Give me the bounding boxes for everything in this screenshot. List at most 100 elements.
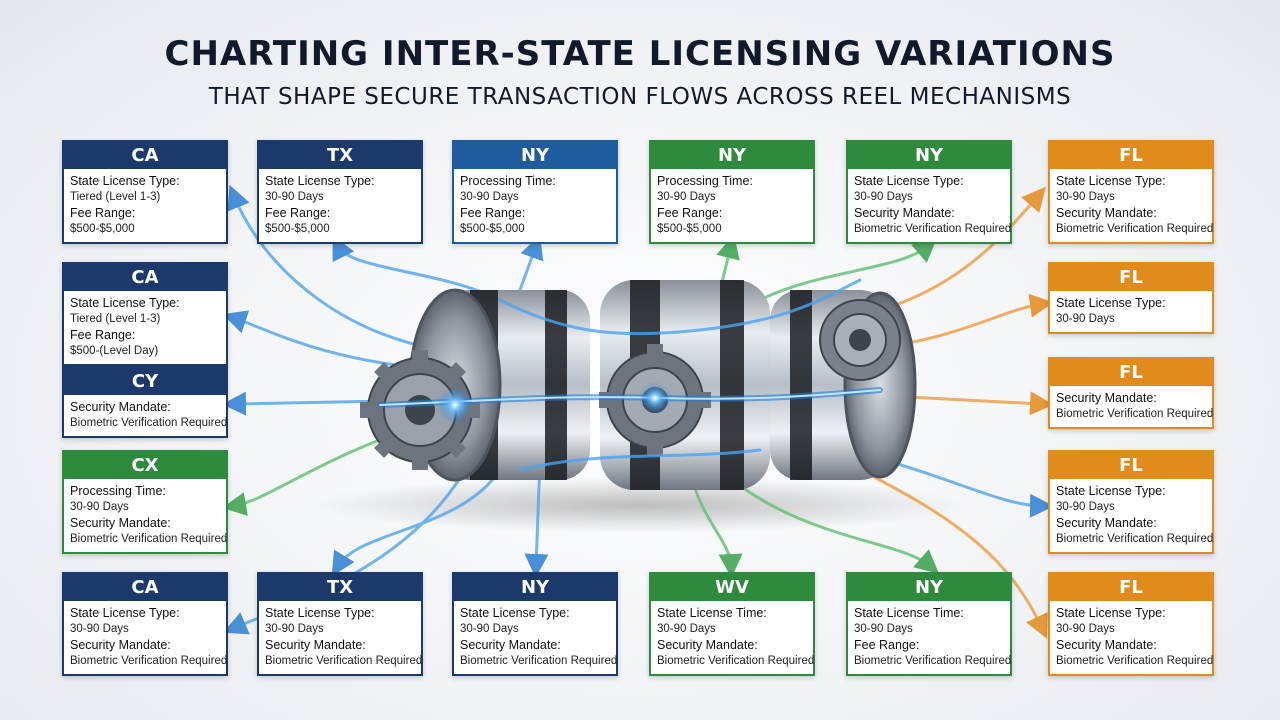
state-card-field-value: Biometric Verification Required bbox=[265, 655, 423, 667]
state-card-field-label: State License Time: bbox=[657, 606, 767, 620]
gear-left bbox=[360, 350, 480, 470]
state-card-field-value: 30-90 Days bbox=[1056, 623, 1115, 635]
state-card-field-label: Security Mandate: bbox=[70, 516, 171, 530]
state-card-header: NY bbox=[454, 574, 616, 601]
state-card-field-value: Biometric Verification Required bbox=[460, 655, 618, 667]
state-card-field-label: Processing Time: bbox=[460, 174, 556, 188]
page-title: CHARTING INTER-STATE LICENSING VARIATION… bbox=[164, 34, 1116, 74]
state-card-field-value: Tiered (Level 1-3) bbox=[70, 191, 161, 203]
state-card-field-label: Security Mandate: bbox=[854, 206, 955, 220]
state-card-field-value: 30-90 Days bbox=[657, 191, 716, 203]
state-card-field-value: 30-90 Days bbox=[70, 623, 129, 635]
state-card-field-value: $500-$5,000 bbox=[657, 223, 722, 235]
state-card-field-label: Security Mandate: bbox=[460, 638, 561, 652]
state-card-header: TX bbox=[259, 574, 421, 601]
gear-right bbox=[819, 299, 901, 381]
state-card-field-label: State License Type: bbox=[1056, 296, 1166, 310]
state-card-body: State License Type: 30-90 Days bbox=[1050, 291, 1212, 332]
state-card-field-label: Security Mandate: bbox=[657, 638, 758, 652]
state-card-header: NY bbox=[651, 142, 813, 169]
state-card-field-label: Fee Range: bbox=[854, 638, 920, 652]
state-card-header: FL bbox=[1050, 359, 1212, 386]
state-card-field-label: Security Mandate: bbox=[70, 400, 171, 414]
state-card-header: FL bbox=[1050, 452, 1212, 479]
state-card-fl: FL State License Type: 30-90 Days bbox=[1048, 262, 1214, 334]
state-card-field-value: 30-90 Days bbox=[460, 191, 519, 203]
state-card-header: CX bbox=[64, 452, 226, 479]
state-card-field-label: Fee Range: bbox=[70, 328, 136, 342]
state-card-header: CA bbox=[64, 142, 226, 169]
state-card-field-value: Tiered (Level 1-3) bbox=[70, 313, 161, 325]
state-card-field-label: Security Mandate: bbox=[70, 638, 171, 652]
state-card-field-value: 30-90 Days bbox=[70, 501, 129, 513]
state-card-field-value: 30-90 Days bbox=[1056, 313, 1115, 325]
state-card-field-value: Biometric Verification Required bbox=[1056, 655, 1214, 667]
state-card-field-label: Fee Range: bbox=[460, 206, 526, 220]
state-card-field-value: Biometric Verification Required bbox=[1056, 408, 1214, 420]
state-card-field-value: Biometric Verification Required bbox=[657, 655, 815, 667]
state-card-field-label: State License Type: bbox=[854, 174, 964, 188]
state-card-header: NY bbox=[848, 574, 1010, 601]
state-card-field-value: Biometric Verification Required bbox=[1056, 223, 1214, 235]
state-card-field-label: Security Mandate: bbox=[265, 638, 366, 652]
state-card-field-value: 30-90 Days bbox=[265, 623, 324, 635]
state-card-field-value: 30-90 Days bbox=[854, 191, 913, 203]
state-card-header: CA bbox=[64, 264, 226, 291]
state-card-field-value: $500-$5,000 bbox=[70, 223, 135, 235]
state-card-field-value: 30-90 Days bbox=[1056, 191, 1115, 203]
state-card-header: TX bbox=[259, 142, 421, 169]
state-card-header: FL bbox=[1050, 142, 1212, 169]
state-card-field-value: 30-90 Days bbox=[265, 191, 324, 203]
state-card-header: CA bbox=[64, 574, 226, 601]
state-card-field-value: $500-(Level Day) bbox=[70, 345, 159, 357]
state-card-field-value: Biometric Verification Required bbox=[70, 533, 228, 545]
state-card-field-label: Security Mandate: bbox=[1056, 638, 1157, 652]
state-card-field-value: 30-90 Days bbox=[460, 623, 519, 635]
state-card-field-label: Fee Range: bbox=[265, 206, 331, 220]
state-card-header: FL bbox=[1050, 264, 1212, 291]
state-card-body: State License Type:Tiered (Level 1-3)Fee… bbox=[64, 169, 226, 242]
state-card-field-label: Processing Time: bbox=[70, 484, 166, 498]
state-card-field-label: State License Type: bbox=[1056, 484, 1166, 498]
state-card-header: FL bbox=[1050, 574, 1212, 601]
state-card-field-label: Fee Range: bbox=[70, 206, 136, 220]
state-card-field-label: Fee Range: bbox=[657, 206, 723, 220]
state-card-field-label: State License Type: bbox=[70, 606, 180, 620]
state-card-field-value: Biometric Verification Required bbox=[854, 223, 1012, 235]
state-card-field-value: Biometric Verification Required bbox=[70, 655, 228, 667]
state-card-header: NY bbox=[848, 142, 1010, 169]
state-card-field-label: State License Type: bbox=[265, 174, 375, 188]
state-card-header: CY bbox=[64, 368, 226, 395]
state-card-body: State License Type:Tiered (Level 1-3)Fee… bbox=[64, 291, 226, 364]
state-card-field-label: State License Type: bbox=[265, 606, 375, 620]
state-card-field-value: $500-$5,000 bbox=[265, 223, 330, 235]
state-card-field-value: 30-90 Days bbox=[854, 623, 913, 635]
state-card-field-value: Biometric Verification Required bbox=[854, 655, 1012, 667]
state-card-field-value: 30-90 Days bbox=[657, 623, 716, 635]
